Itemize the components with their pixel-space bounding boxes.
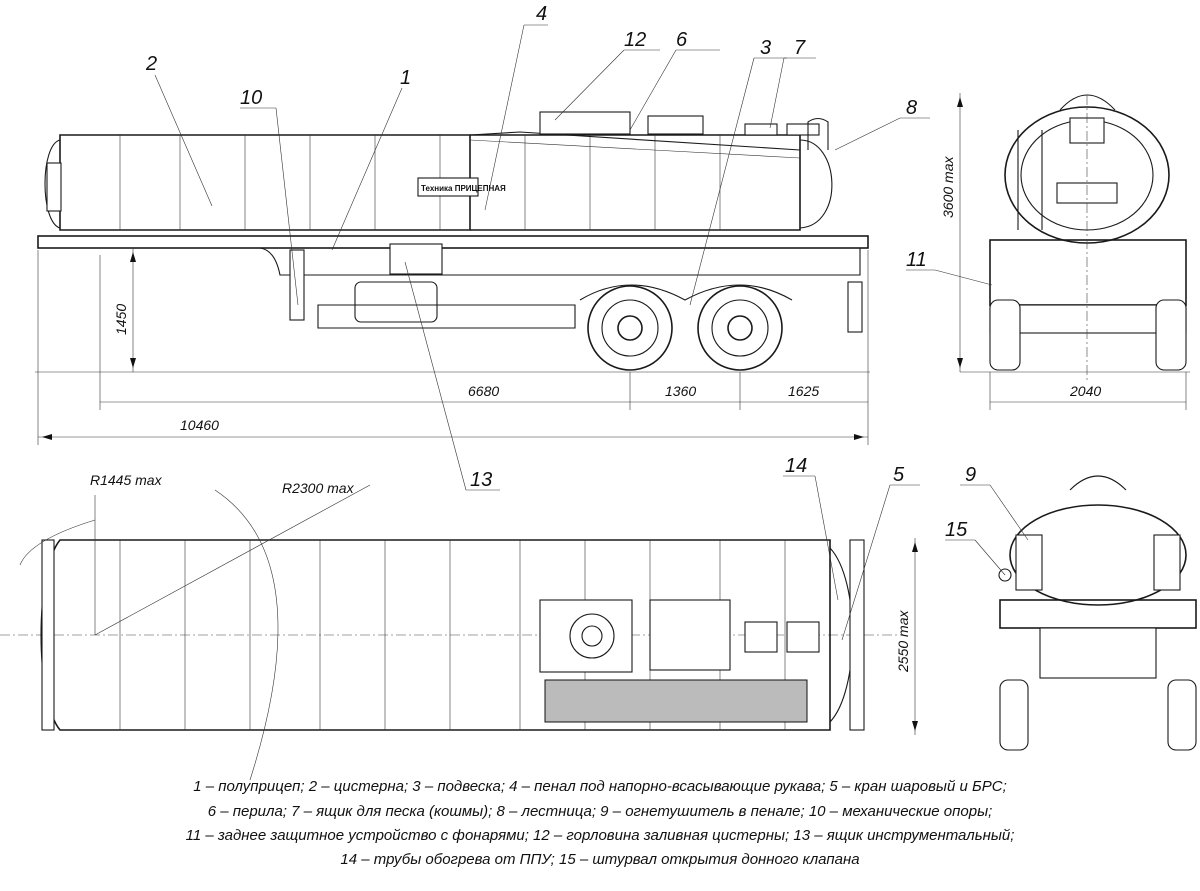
callout-labels: 2 10 1 4 12 6 3 7 8 11 13 14 5 9 15 (145, 3, 976, 541)
dim-6680: 6680 (468, 383, 499, 399)
brand-logo-side: Техника ПРИЦЕПНАЯ (421, 184, 506, 193)
callout-14: 14 (785, 455, 807, 477)
dim-10460: 10460 (180, 417, 219, 433)
rear-view (957, 93, 1190, 410)
dim-2040: 2040 (1069, 383, 1101, 399)
callout-8: 8 (906, 97, 917, 119)
dim-1450: 1450 (113, 304, 129, 335)
callout-1: 1 (400, 67, 411, 89)
legend-line-4: 14 – трубы обогрева от ППУ; 15 – штурвал… (340, 851, 860, 868)
radius-2300: R2300 max (282, 480, 355, 496)
legend-line-1: 1 – полуприцеп; 2 – цистерна; 3 – подвес… (193, 778, 1007, 795)
dim-2550: 2550 max (895, 610, 911, 673)
dimension-labels: 1450 6680 1360 1625 10460 3600 max 2040 … (90, 156, 1101, 673)
rear-view-bottom (998, 475, 1197, 751)
dim-1360: 1360 (665, 383, 696, 399)
callout-7: 7 (794, 37, 806, 59)
callout-13: 13 (470, 469, 492, 491)
callout-6: 6 (676, 29, 688, 51)
legend-line-2: 6 – перила; 7 – ящик для песка (кошмы); … (207, 803, 993, 820)
callout-2: 2 (145, 53, 157, 75)
radius-1445: R1445 max (90, 472, 163, 488)
callout-12: 12 (624, 29, 646, 51)
callout-10: 10 (240, 87, 262, 109)
dim-1625: 1625 (788, 383, 819, 399)
callout-4: 4 (536, 3, 547, 25)
legend-line-3: 11 – заднее защитное устройство с фонаря… (185, 827, 1015, 844)
side-view (35, 111, 870, 373)
top-view (0, 484, 918, 781)
callout-5: 5 (893, 464, 905, 486)
leader-lines (154, 24, 1029, 641)
dim-3600: 3600 max (940, 156, 956, 218)
side-dimensions (37, 248, 869, 445)
callout-9: 9 (965, 464, 976, 486)
callout-11: 11 (906, 249, 927, 271)
callout-15: 15 (945, 519, 968, 541)
callout-3: 3 (760, 37, 771, 59)
